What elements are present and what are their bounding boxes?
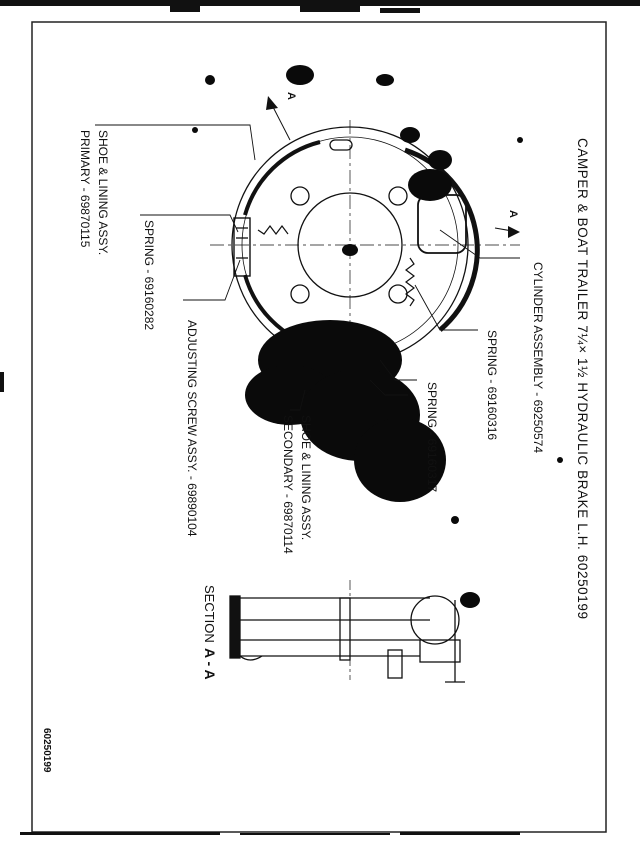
ink-stains	[192, 65, 563, 608]
leader-lines	[95, 124, 520, 411]
scan-noise	[0, 0, 640, 835]
brake-shoe	[243, 140, 321, 216]
bolt-hole	[290, 284, 310, 304]
section-marker-a2: A	[507, 210, 519, 218]
label-adjusting-screw: ADJUSTING SCREW ASSY. - 69890104	[185, 320, 199, 537]
bolt-hole	[388, 284, 408, 304]
drawing-border	[31, 21, 607, 833]
label-section-word: SECTION	[202, 585, 217, 643]
return-spring	[405, 257, 415, 307]
label-spring-top: SPRING - 69160316	[485, 330, 499, 440]
label-section-id: A - A	[202, 648, 218, 680]
rotated-labels: CAMPER & BOAT TRAILER 7¼× 1½ HYDRAULIC B…	[41, 92, 590, 773]
bolt-hole	[388, 186, 408, 206]
adjusting-screw	[233, 217, 251, 277]
label-shoe-secondary-part: SECONDARY - 69870114	[281, 415, 295, 554]
label-spring-bottom: SPRING - 69160282	[142, 220, 156, 330]
label-shoe-secondary: SHOE & LINING ASSY.	[299, 415, 313, 540]
document-number: 60250199	[41, 728, 52, 773]
label-cylinder: CYLINDER ASSEMBLY - 69250574	[531, 262, 545, 453]
label-spring-mid: SPRING - 69160317	[425, 382, 439, 492]
label-shoe-primary-part: PRIMARY - 69870115	[78, 130, 92, 248]
section-a-a-drawing	[229, 580, 465, 683]
section-marker-a1: A	[285, 92, 297, 100]
label-shoe-primary: SHOE & LINING ASSY.	[96, 130, 110, 255]
return-spring	[257, 225, 289, 235]
bolt-hole	[290, 186, 310, 206]
wheel-cylinder	[417, 194, 467, 254]
section-drum-lining	[229, 595, 241, 659]
drawing-title: CAMPER & BOAT TRAILER 7¼× 1½ HYDRAULIC B…	[575, 138, 590, 620]
